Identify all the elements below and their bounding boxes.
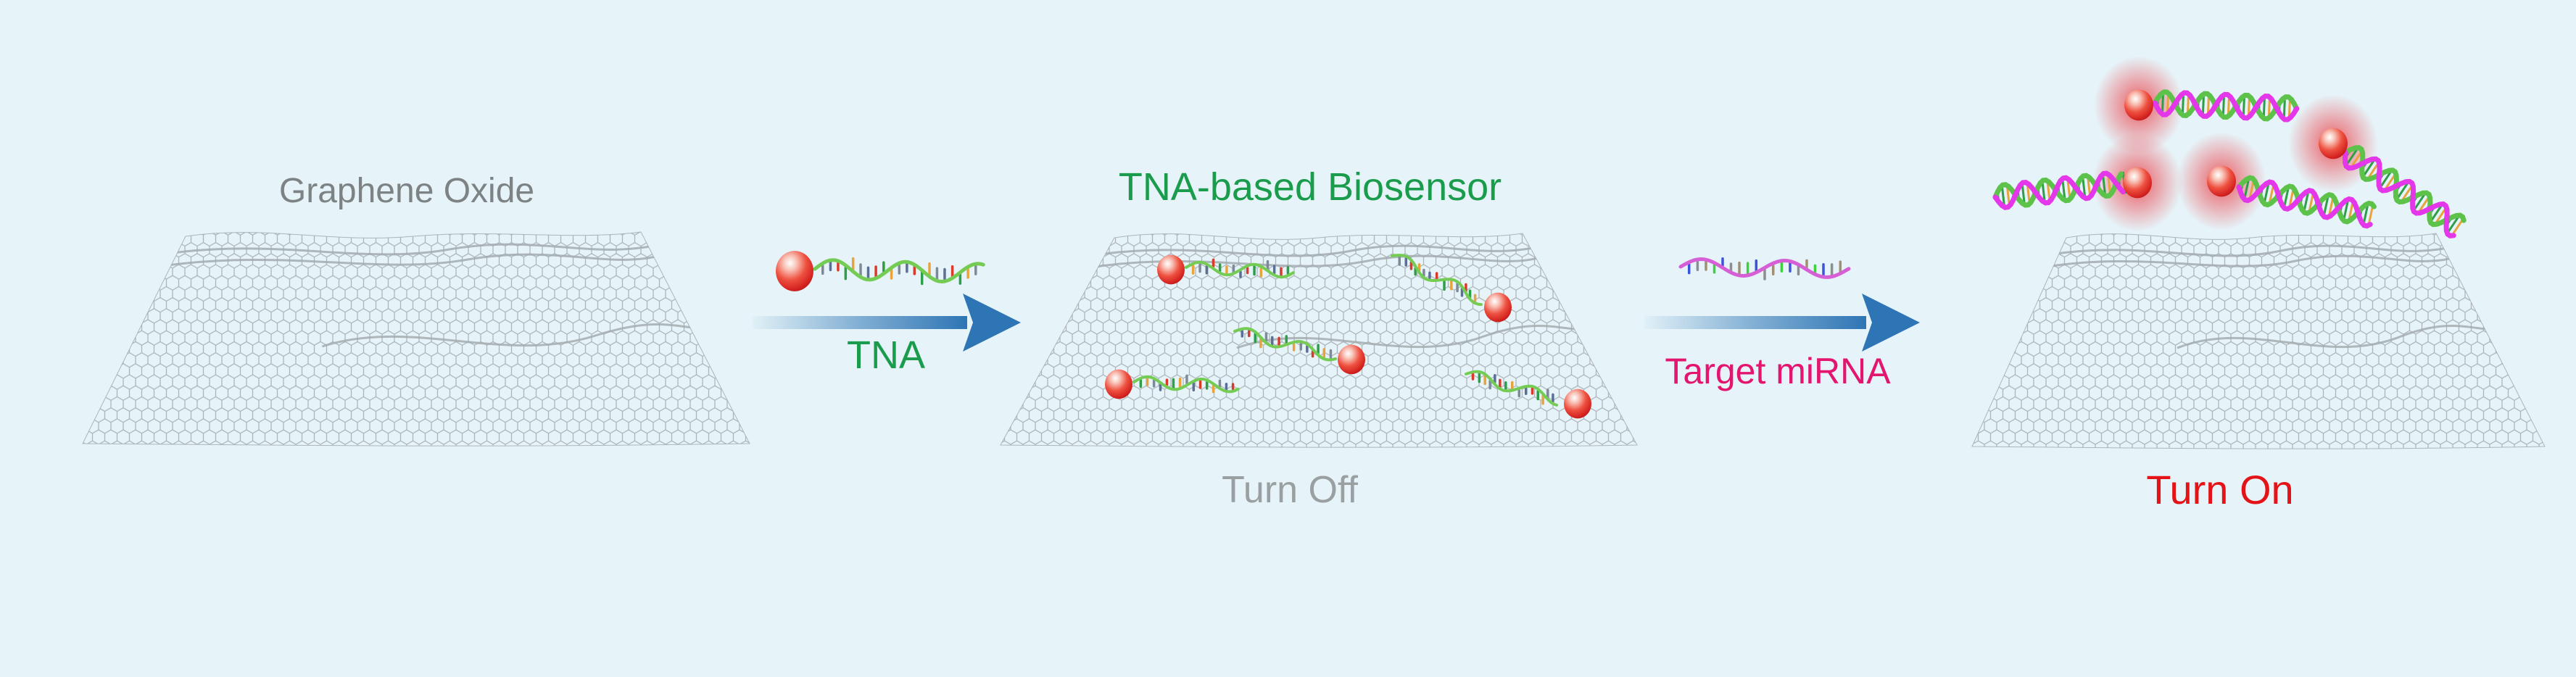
target-mirna-label: Target miRNA [1665, 351, 1891, 391]
base-pair-rung [2282, 186, 2290, 209]
quenched-fluorophore-sphere [1338, 344, 1365, 375]
graphene-sheet-right [1971, 233, 2546, 449]
duplex-helix [1992, 170, 2127, 210]
tna-based-biosensor-label: TNA-based Biosensor [1118, 165, 1502, 209]
tna-strand [1132, 374, 1240, 394]
base-pair-rung [2242, 95, 2246, 118]
strand-backbone [1465, 370, 1559, 407]
strand-backbone [1132, 375, 1240, 394]
quenched-fluorophore-sphere [1484, 292, 1512, 323]
fluorophore-sphere [2319, 128, 2348, 159]
turn-on-label: Turn On [2146, 467, 2294, 512]
base-pair-rung [2446, 215, 2461, 234]
base-pair-rung [2181, 93, 2185, 115]
strand-backbone [1678, 257, 1851, 279]
base-pair-rung [2362, 203, 2369, 225]
arrow-head [1862, 294, 1920, 352]
quenched-fluorophore-sphere [1564, 389, 1591, 419]
base-pair-rung [2000, 185, 2006, 207]
strand-backbone [813, 258, 985, 284]
base-pair-rung [2221, 94, 2226, 117]
base-pair-rung [2041, 180, 2046, 203]
base-pair-rung [2343, 199, 2350, 221]
strand-backbone [1185, 260, 1295, 279]
base-pair-rung [2345, 146, 2359, 167]
base-pair-rung [2101, 173, 2107, 196]
duplex-helix [2236, 175, 2377, 229]
released-dna-duplex [2177, 132, 2377, 230]
arrow-shaft [753, 316, 967, 329]
base-pair-rung [2282, 97, 2286, 120]
base-pair-rung [2451, 217, 2464, 237]
tna-strand-of-duplex [2236, 175, 2377, 225]
fluorophore-sphere [2123, 167, 2152, 199]
graphene-oxide-label: Graphene Oxide [278, 172, 535, 210]
graphene-sheet-middle [1000, 233, 1638, 448]
base-pair-rung [2263, 182, 2270, 204]
base-pair-rung [2367, 204, 2374, 226]
mirna-strand [1678, 257, 1851, 281]
duplex-helix [2152, 89, 2300, 122]
base-pair-rung [2082, 176, 2087, 199]
base-pair-rung [2243, 178, 2250, 200]
hexagonal-lattice [82, 231, 750, 447]
base-pair-rung [2429, 203, 2444, 223]
tna-strand-of-duplex [2343, 145, 2467, 228]
quenched-fluorophore-sphere [1157, 254, 1185, 285]
strand-backbone [1233, 327, 1337, 362]
fluorophore-sphere [2207, 165, 2236, 197]
tna-strand [1185, 258, 1295, 279]
base-pair-rung [2303, 190, 2310, 212]
turn-off-label: Turn Off [1222, 469, 1358, 511]
free-tna-probe [776, 251, 985, 291]
arrow-shaft [1644, 316, 1866, 329]
fluorophore-sphere [2124, 89, 2153, 121]
mirna-strand-of-duplex [1992, 170, 2126, 210]
released-dna-duplex [2094, 56, 2300, 154]
base-pair-rung [2021, 183, 2026, 205]
tna-strand-of-duplex [2152, 89, 2300, 122]
adsorbed-tna-probe [1157, 254, 1295, 285]
arrow-head [963, 294, 1021, 352]
adsorbed-tna-probe [1465, 370, 1591, 419]
base-pair-rung [2061, 178, 2066, 201]
adsorbed-tna-probe [1233, 327, 1365, 375]
released-dna-duplex [1992, 133, 2182, 232]
tna-strand [1391, 254, 1483, 307]
mirna-arrow [1644, 294, 1920, 352]
base-pair-rung [2395, 180, 2410, 201]
tna-strand [1233, 327, 1337, 362]
mirna-strand-of-duplex [2342, 149, 2456, 238]
fluorophore-sphere [776, 251, 813, 291]
hexagonal-lattice [1000, 233, 1638, 448]
duplex-helix [2342, 145, 2467, 238]
base-pair-rung [2322, 194, 2329, 217]
adsorbed-tna-probe [1391, 254, 1512, 323]
base-pair-rung [2412, 191, 2427, 212]
mirna-strand-of-duplex [2152, 90, 2300, 122]
adsorbed-tna-probe [1105, 369, 1240, 399]
strand-backbone [1391, 254, 1483, 307]
tna-label: TNA [847, 333, 925, 377]
released-dna-duplex [2288, 94, 2467, 238]
tna-strand [1465, 370, 1559, 407]
base-pair-rung [2161, 92, 2165, 115]
mirna-strand-of-duplex [2236, 179, 2373, 229]
hexagonal-lattice [1971, 233, 2546, 449]
base-pair-rung [2361, 158, 2377, 178]
graphene-sheet-left [82, 231, 750, 447]
base-pair-rung [2379, 169, 2393, 189]
tna-strand [813, 257, 985, 286]
tna-arrow [753, 294, 1021, 352]
quenched-fluorophore-sphere [1105, 369, 1132, 399]
